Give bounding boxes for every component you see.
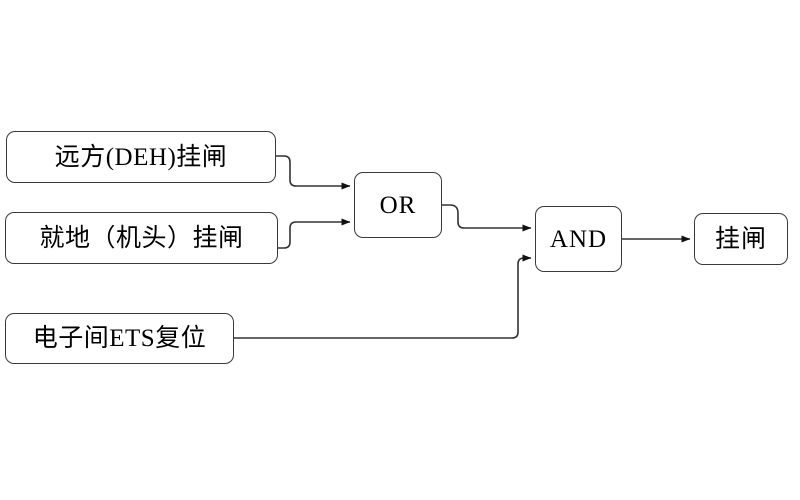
gate-box-and[interactable]: AND <box>535 206 622 272</box>
gate-box-or[interactable]: OR <box>354 172 442 238</box>
gate-label-and: AND <box>549 225 608 253</box>
input-box-local-machine-head[interactable]: 就地（机头）挂闸 <box>5 212 278 264</box>
wire-ets-to-and <box>234 254 532 339</box>
wire-remote-deh-to-or <box>276 155 351 190</box>
wire-or-to-and <box>442 204 532 232</box>
input-label-local-machine-head: 就地（机头）挂闸 <box>39 224 244 252</box>
input-label-ets-reset: 电子间ETS复位 <box>32 325 207 352</box>
input-label-remote-deh: 远方(DEH)挂闸 <box>54 143 228 171</box>
output-label-result: 挂闸 <box>714 225 767 253</box>
input-box-remote-deh[interactable]: 远方(DEH)挂闸 <box>6 131 276 183</box>
output-box-result[interactable]: 挂闸 <box>694 213 788 265</box>
wire-local-to-or <box>278 218 351 249</box>
input-box-ets-reset[interactable]: 电子间ETS复位 <box>5 313 234 364</box>
gate-label-or: OR <box>379 191 417 219</box>
